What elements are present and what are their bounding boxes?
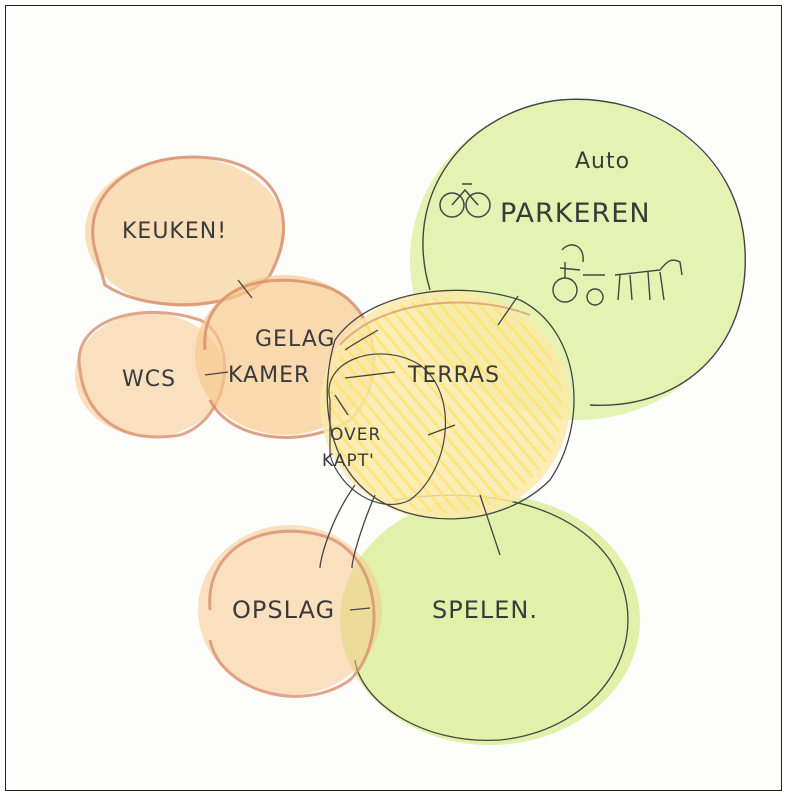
- bicycle-icon: [439, 183, 491, 218]
- opslag-bubble: [198, 525, 382, 698]
- label-auto: Auto: [575, 149, 630, 174]
- label-keuken: KEUKEN!: [122, 219, 227, 244]
- label-kapt: KAPT': [322, 451, 375, 471]
- connection-lines: [204, 279, 519, 611]
- label-spelen: SPELEN.: [432, 596, 538, 624]
- label-over: OVER: [330, 425, 381, 445]
- terras-bubble: [320, 289, 575, 520]
- label-kamer: KAMER: [228, 363, 310, 388]
- keuken-bubble: [85, 155, 285, 307]
- label-gelag: GELAG: [255, 327, 335, 352]
- label-opslag: OPSLAG: [232, 596, 335, 624]
- horse-icon: [614, 259, 683, 301]
- label-terras: TERRAS: [407, 363, 500, 388]
- label-parkeren: PARKEREN: [500, 198, 651, 229]
- overkapt-bubble: [328, 353, 447, 505]
- label-wcs: WCS: [122, 367, 176, 392]
- bicycle-trailer-icon: [552, 244, 605, 306]
- labels: Auto PARKEREN KEUKEN! GELAG KAMER WCS TE…: [122, 149, 651, 624]
